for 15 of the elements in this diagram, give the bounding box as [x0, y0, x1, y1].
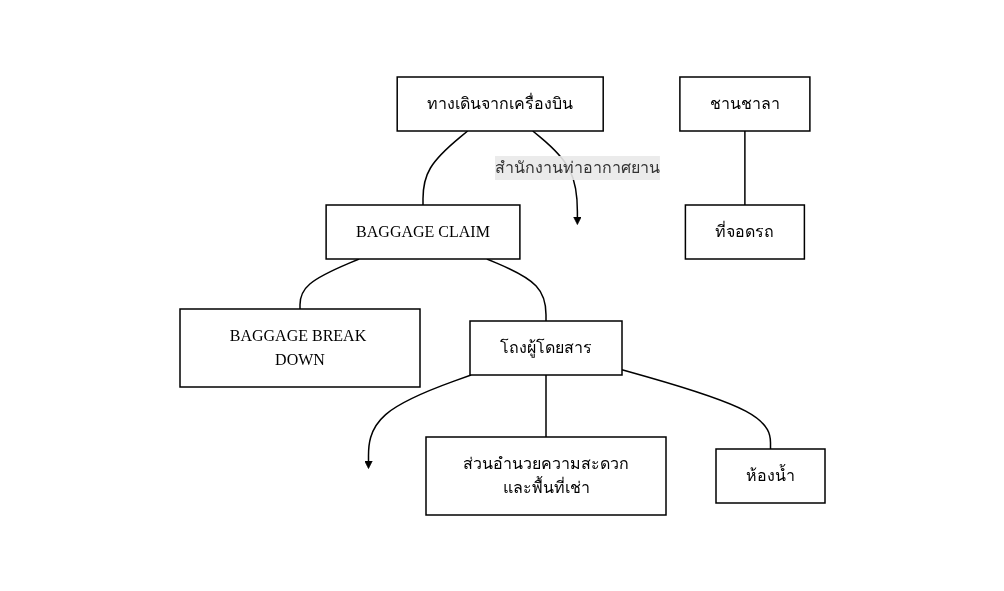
connector	[485, 257, 547, 322]
node-box: BAGGAGE BREAK DOWN	[178, 307, 421, 388]
connector	[544, 373, 547, 438]
connector	[421, 129, 468, 206]
node-box: ห้องน้ำ	[714, 447, 826, 504]
connector	[743, 129, 746, 206]
connector	[298, 257, 360, 310]
arrow	[363, 373, 472, 469]
node-box: ที่จอดรถ	[684, 203, 805, 260]
node-box: โถงผู้โดยสาร	[468, 319, 623, 376]
node-box: ชานชาลา	[678, 75, 811, 132]
edge-label: สำนักงานท่าอากาศยาน	[494, 158, 660, 176]
node-box: ส่วนอำนวยความสะดวกและพื้นที่เช่า	[424, 435, 667, 516]
node-box: ทางเดินจากเครื่องบิน	[395, 75, 604, 132]
node-box: BAGGAGE CLAIM	[324, 203, 521, 260]
